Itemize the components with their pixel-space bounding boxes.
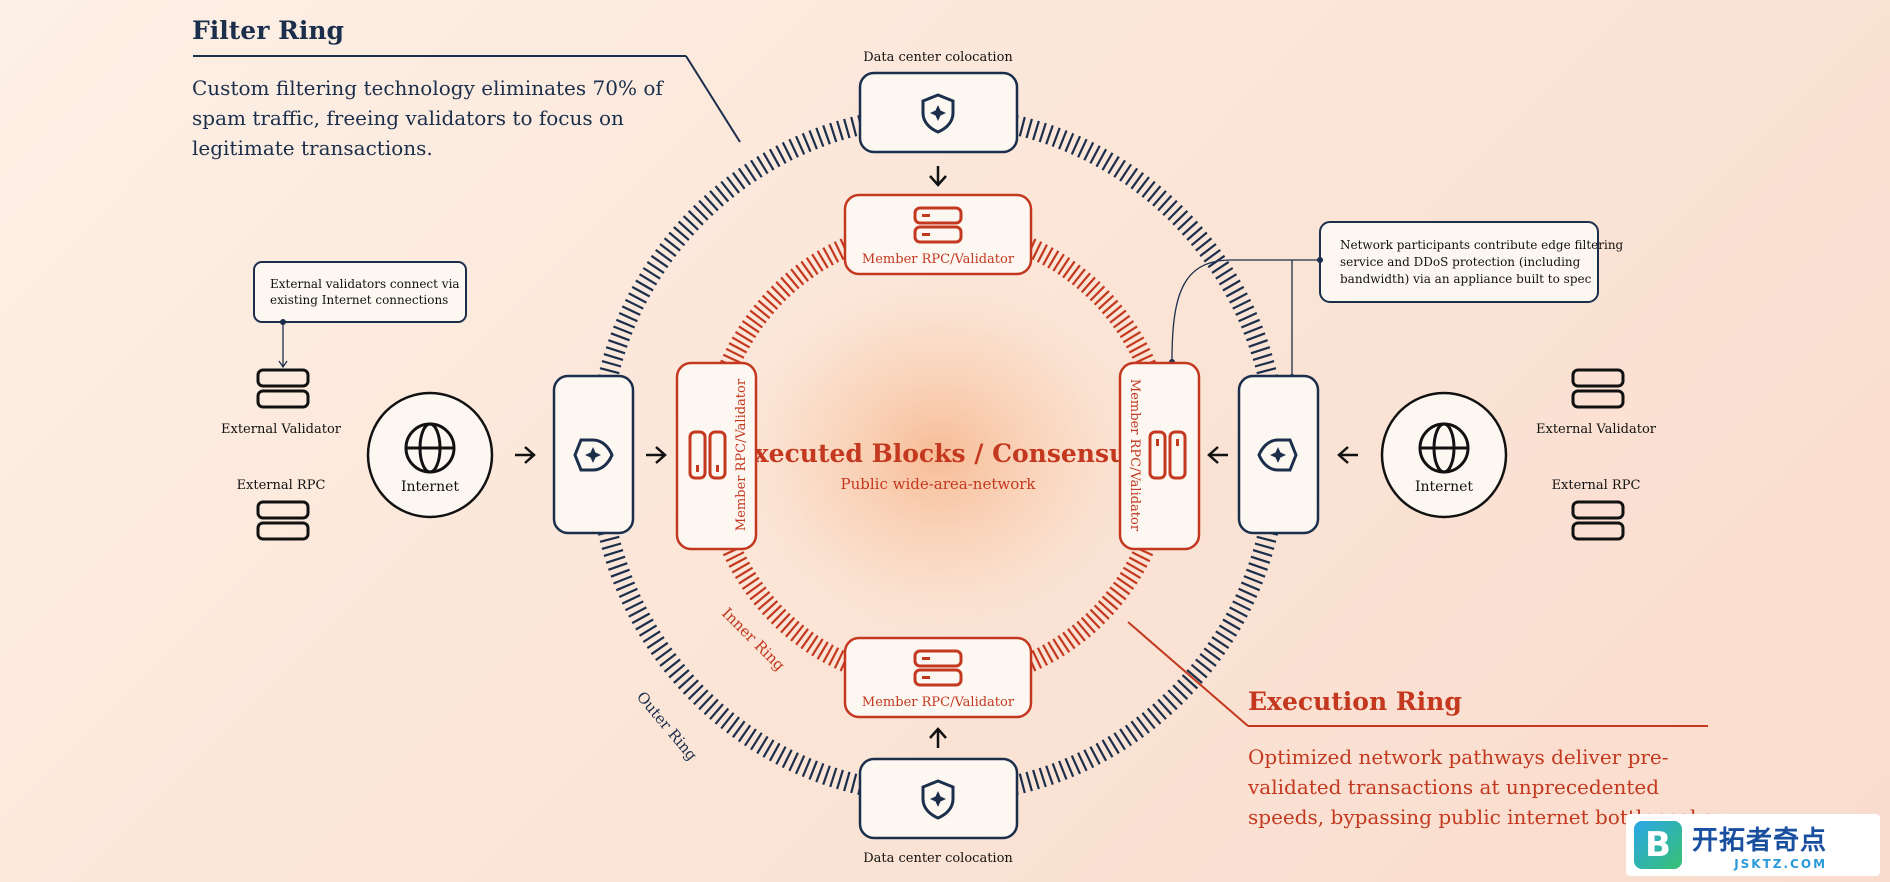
internet-node-right: Internet — [1380, 391, 1508, 519]
callout-right: Network participants contribute edge fil… — [1169, 221, 1624, 380]
member-label-top: Member RPC/Validator — [862, 252, 1015, 267]
server-icon — [256, 500, 310, 541]
colo-label-top: Data center colocation — [863, 50, 1013, 65]
watermark-cn: 开拓者奇点 — [1692, 825, 1828, 856]
server-icon — [688, 430, 727, 480]
watermark-logo: B — [1634, 821, 1682, 869]
center-subtitle: Public wide-area-network — [841, 475, 1037, 493]
member-label-left: Member RPC/Validator — [734, 378, 749, 531]
server-icon — [1571, 500, 1625, 541]
inner-ring-label: Inner Ring — [718, 604, 789, 675]
member-node-right: Member RPC/Validator — [1118, 361, 1201, 551]
execution-ring-leader — [1127, 621, 1708, 727]
external-validator-right: External Validator — [1536, 368, 1657, 437]
filter-ring-desc-line2: spam traffic, freeing validators to focu… — [192, 106, 624, 130]
member-label-bottom: Member RPC/Validator — [862, 695, 1015, 710]
execution-ring-title: Execution Ring — [1248, 687, 1462, 716]
arrow-icon — [1337, 446, 1358, 464]
outer-ring-label: Outer Ring — [633, 688, 701, 764]
filter-ring-desc-line3: legitimate transactions. — [192, 136, 433, 160]
callout-left-line2: existing Internet connections — [270, 293, 448, 307]
server-icon — [913, 206, 963, 244]
callout-right-line1: Network participants contribute edge fil… — [1340, 238, 1624, 252]
arrow-icon — [646, 446, 667, 464]
execution-ring-desc-line2: validated transactions at unprecedented — [1247, 775, 1659, 799]
internet-label-left: Internet — [401, 479, 459, 495]
colo-label-bottom: Data center colocation — [863, 851, 1013, 866]
member-node-left: Member RPC/Validator — [675, 361, 758, 551]
callout-right-line3: bandwidth) via an appliance built to spe… — [1340, 272, 1592, 286]
internet-node-left: Internet — [366, 391, 494, 519]
server-icon — [256, 368, 310, 409]
callout-left-line1: External validators connect via — [270, 277, 460, 291]
server-icon — [913, 649, 963, 687]
external-rpc-label-left: External RPC — [237, 478, 326, 493]
callout-right-line2: service and DDoS protection (including — [1340, 255, 1581, 269]
member-node-bottom: Member RPC/Validator — [843, 636, 1033, 719]
filter-node-left — [552, 374, 635, 535]
arrow-icon — [515, 446, 536, 464]
external-rpc-right: External RPC — [1552, 478, 1641, 541]
center-title: Executed Blocks / Consensus — [735, 439, 1142, 468]
external-validator-label-left: External Validator — [221, 422, 342, 437]
execution-ring-desc-line1: Optimized network pathways deliver pre- — [1248, 745, 1669, 769]
internet-label-right: Internet — [1415, 479, 1473, 495]
arrow-icon — [1207, 446, 1228, 464]
filter-node-right — [1237, 374, 1320, 535]
arrow-icon — [929, 166, 947, 187]
external-rpc-left: External RPC — [237, 478, 326, 541]
shield-star-icon — [921, 93, 955, 134]
arrow-icon — [929, 727, 947, 748]
server-icon — [1571, 368, 1625, 409]
watermark-en: JSKTZ.COM — [1734, 856, 1828, 871]
colo-node-top — [858, 71, 1019, 154]
colo-node-bottom — [858, 757, 1019, 840]
callout-left: External validators connect via existing… — [253, 261, 467, 369]
filter-ring-desc-line1: Custom filtering technology eliminates 7… — [192, 76, 664, 100]
center-glow — [708, 255, 1168, 655]
shield-star-icon — [1257, 438, 1298, 472]
member-node-top: Member RPC/Validator — [843, 193, 1033, 276]
shield-star-icon — [573, 438, 614, 472]
server-icon — [1148, 430, 1187, 480]
globe-icon — [404, 422, 456, 474]
member-label-right: Member RPC/Validator — [1127, 379, 1142, 532]
filter-ring-title: Filter Ring — [192, 16, 344, 45]
external-validator-label-right: External Validator — [1536, 422, 1657, 437]
globe-icon — [1418, 422, 1470, 474]
filter-ring-leader — [193, 55, 741, 143]
shield-star-icon — [921, 779, 955, 820]
external-rpc-label-right: External RPC — [1552, 478, 1641, 493]
watermark: B 开拓者奇点 JSKTZ.COM — [1626, 814, 1880, 876]
external-validator-left: External Validator — [221, 368, 342, 437]
